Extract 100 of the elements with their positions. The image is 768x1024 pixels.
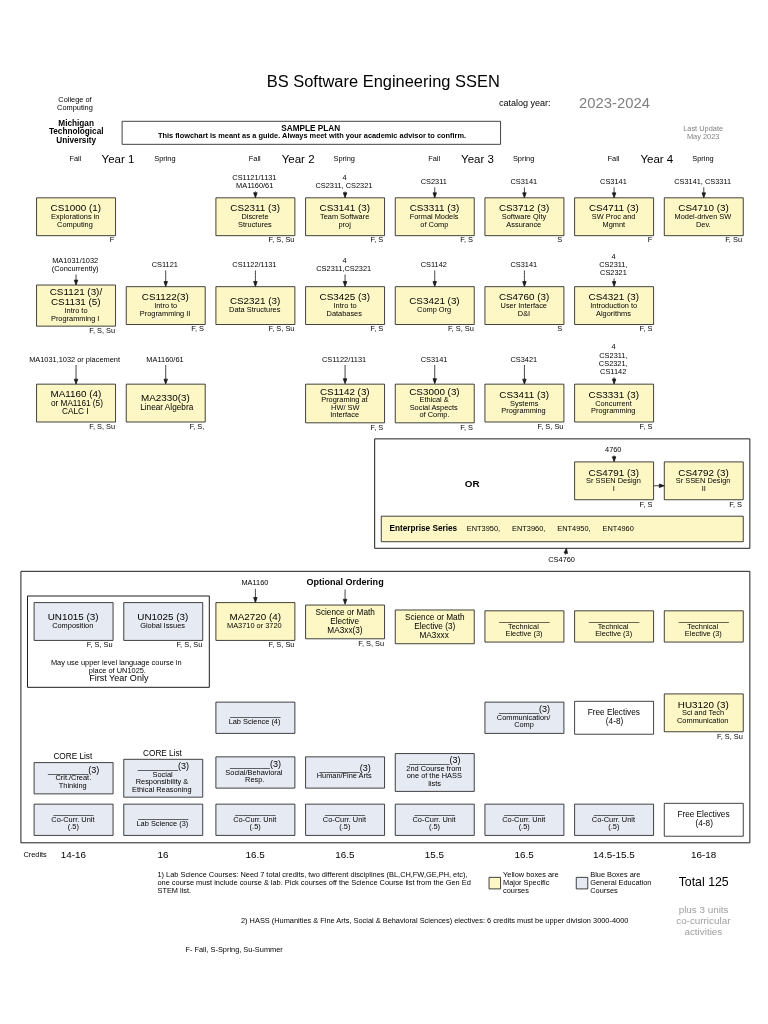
cluster [20,570,751,843]
label: Spring [154,153,176,163]
cluster [374,437,751,549]
node-text: 4 CS2311, CS2321 [315,172,373,190]
node-label: F [109,234,115,244]
node-text: MA1031,1032 or placement [29,354,120,364]
node-label: S [557,323,563,333]
node-label: F, Su [725,234,743,244]
label: Fall [248,153,261,163]
label: Year 1 [101,152,135,165]
label: Year 3 [461,152,494,165]
label: Year 4 [640,152,674,165]
node-text: MA1160 [241,577,269,587]
node-text: MA1031/1032 (Concurrently) [51,255,99,273]
node-label: F, S, Su [89,421,116,431]
label: Total 125 [678,874,729,889]
arrow [611,186,617,198]
node-label: F, S, Su [358,638,385,648]
arrow [611,277,617,287]
node-label: CORE List [53,751,93,761]
label: Spring [512,153,535,163]
node-label: F, S, Su [537,421,564,431]
node-text: 4 CS2311, CS2321, CS1142 [598,341,628,376]
node-label: F, S [460,422,473,432]
arrow [653,483,665,488]
label: 15.5 [424,848,445,860]
label: plus 3 units co-curricular activities [676,903,731,937]
arrow [432,269,437,287]
node-label: F, S, Su [86,639,113,649]
label: Fall [69,153,82,163]
node-text: CS1121 [151,259,178,269]
node-label: F, S [639,421,653,431]
label: 16-18 [691,848,717,860]
node-label: F, S, [189,421,205,431]
arrow [522,364,527,384]
node-text: CS1122/1131 [232,259,277,269]
node-text: CS4760 [548,554,575,564]
node-label: F, S [639,498,653,508]
node-label: F, S [370,323,384,333]
label: 16.5 [335,848,355,860]
label: Last Update May 2023 [683,123,724,141]
arrow [342,588,348,605]
label: OR [464,477,480,489]
arrow [253,190,258,198]
arrow [701,186,706,198]
label: 14.5-15.5 [593,848,635,860]
node-label: F, S [370,234,384,244]
node-text: 4 CS2311,CS2321 [316,255,372,273]
node-label: F, S, Su [268,323,295,333]
label: 2023-2024 [579,94,650,111]
label: F- Fall, S-Spring, Su-Summer [185,944,283,954]
label: Credits [23,849,47,859]
arrow [522,269,527,287]
label: Michigan Technological University [48,118,104,145]
label: 14-16 [60,848,87,860]
label: Spring [692,153,714,163]
node-text: Optional Ordering [306,576,384,587]
label: 1) Lab Science Courses: Need 7 total credits, two different disciplines (BL,CH,FW,GE,PH, etc), one course must include course & lab. Pick courses off the Science Course list from the Gen Ed STEM list. [157,869,471,895]
arrow [342,273,348,287]
node-text: CS3141 [510,176,538,186]
label: 16.5 [514,848,534,860]
node-label: F [647,234,653,244]
node-text: 4760 [605,444,622,454]
label: Spring [333,153,355,163]
node-label: F, S, Su [716,731,743,740]
node-text: MA1160/61 [146,354,184,364]
arrow [563,547,568,555]
arrow [163,364,168,384]
node-text: CS3421 [510,354,538,364]
node-text: CS3141, CS3311 [674,176,732,186]
node-text: CS3141 [510,259,538,269]
node-label: F, S, Su [268,234,295,244]
arrow [522,186,527,198]
label: Fall [607,153,620,163]
arrow [611,454,617,462]
arrow [432,186,437,198]
node-text: CS2311 [420,176,447,186]
node-text: 4 CS2311, CS2321 [599,251,628,277]
node-text: CS1121/1131 MA1160/61 [232,172,277,190]
label: Fall [428,153,441,163]
node-label: F, S [729,498,743,508]
label: 2) HASS (Humanities & Fine Arts, Social & Behavioral Sciences) electives: 6 credits must be upper division 3000-4000 [241,915,629,925]
label: College of Computing [57,94,93,112]
arrow [73,364,79,384]
node-text: CS3141 [420,354,448,364]
node-label: F, S, Su [447,323,474,333]
label: catalog year: [498,97,551,108]
node-label: F, S, Su [176,639,203,649]
label: Year 2 [281,152,315,165]
label: 16.5 [245,848,265,860]
node-label: S [557,234,563,244]
legend-label: Yellow boxes are Major Specific courses [503,869,559,895]
node-label: F, S, Su [89,325,116,335]
arrow [253,269,258,287]
node-label: F, S [370,422,384,432]
node-label: F, S [191,323,204,333]
node-label: F, S, Su [268,639,295,649]
arrow [342,190,348,198]
arrow [73,273,79,285]
node-text: CS1142 [420,259,447,269]
